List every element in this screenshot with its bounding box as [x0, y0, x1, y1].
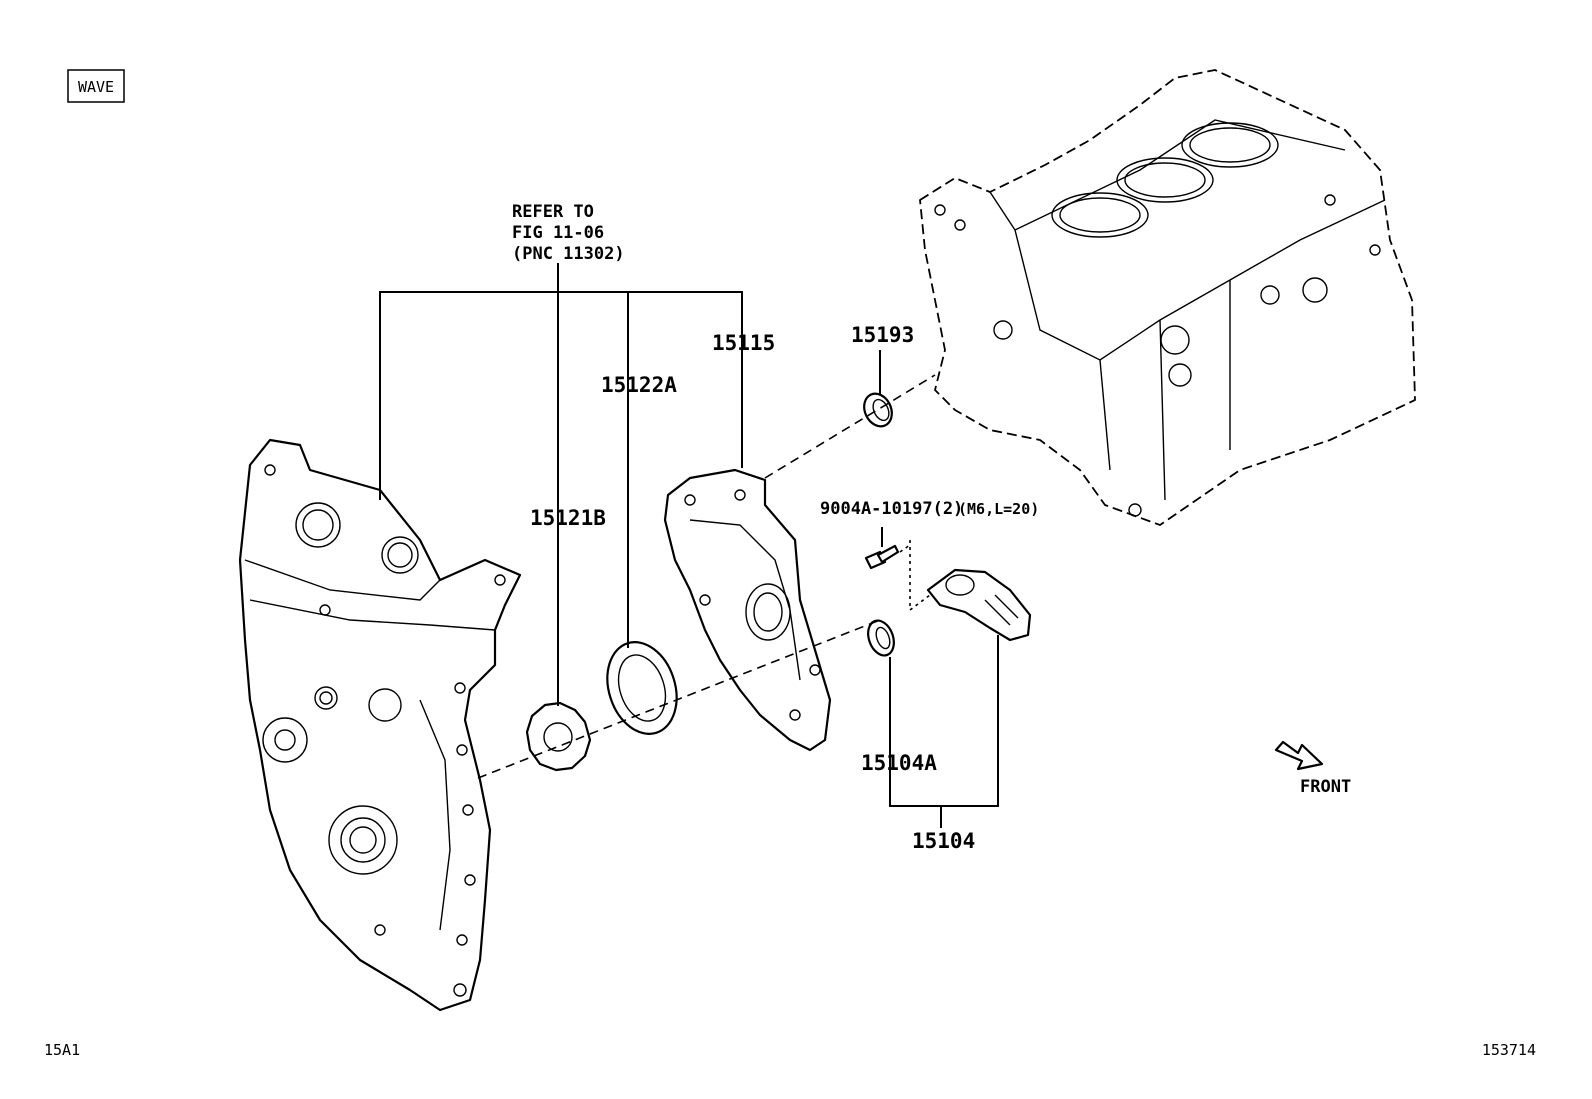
callout-15104: 15104 — [912, 829, 975, 853]
oil-pump-body — [663, 468, 832, 752]
oil-seal-15193 — [863, 392, 893, 428]
reference-note-line2: FIG 11-06 — [512, 223, 604, 243]
driven-rotor — [606, 641, 678, 735]
callout-15115: 15115 — [712, 331, 775, 355]
leader-lines — [379, 263, 999, 828]
callout-15122A: 15122A — [601, 373, 677, 397]
wave-badge-text: WAVE — [78, 78, 114, 96]
drive-gear — [525, 701, 592, 772]
front-label: FRONT — [1300, 777, 1351, 797]
cylinder-block — [919, 69, 1416, 526]
timing-chain-cover — [238, 438, 522, 1012]
callout-bolt-spec: (M6,L=20) — [958, 500, 1039, 518]
reference-note-line3: (PNC 11302) — [512, 244, 625, 264]
callout-15193: 15193 — [851, 323, 914, 347]
wave-badge: WAVE — [67, 69, 125, 103]
callout-15121B: 15121B — [530, 506, 606, 530]
reference-note-line1: REFER TO — [512, 202, 594, 222]
illustration-number: 153714 — [1482, 1041, 1536, 1059]
front-direction: FRONT — [1274, 740, 1351, 797]
alignment-lines — [477, 374, 936, 779]
section-code: 15A1 — [44, 1041, 80, 1059]
o-ring-15104A — [867, 619, 895, 657]
callout-bolt: 9004A-10197(2) — [820, 499, 963, 519]
oil-strainer — [926, 568, 1032, 642]
callout-15104A: 15104A — [861, 751, 937, 775]
front-arrow-icon — [1274, 740, 1324, 771]
bolt — [864, 544, 900, 570]
